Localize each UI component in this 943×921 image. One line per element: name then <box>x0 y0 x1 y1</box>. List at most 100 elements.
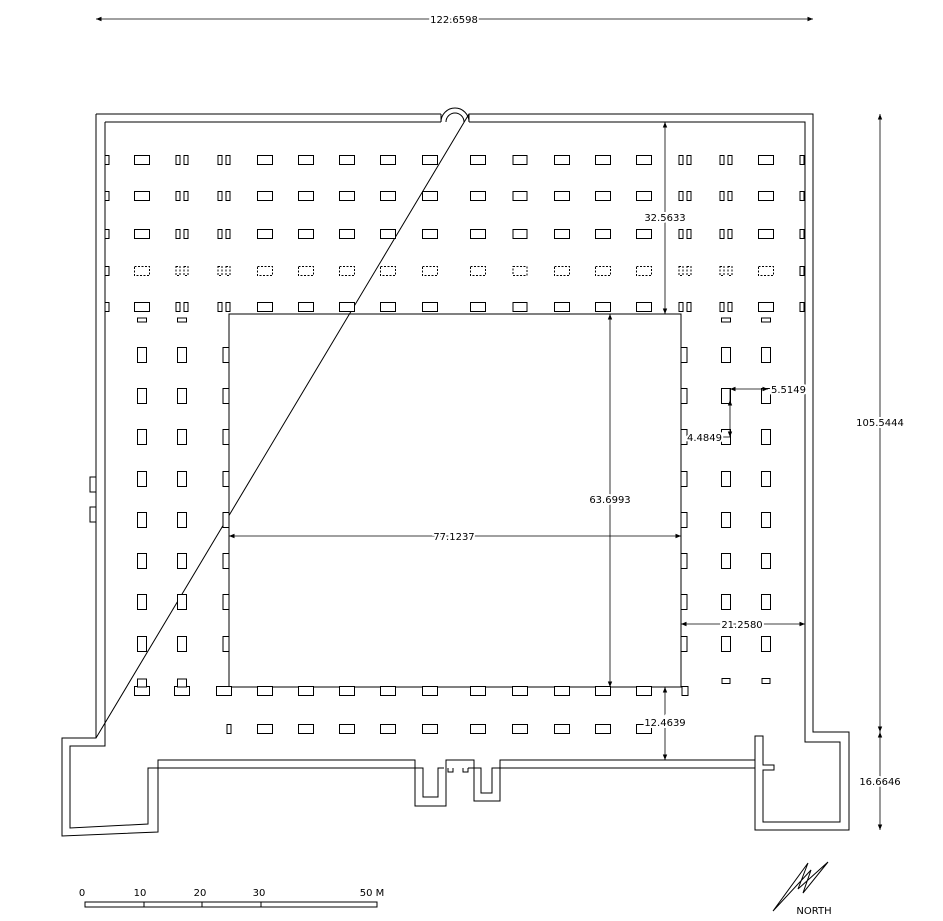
pier <box>257 229 273 239</box>
dimension-label-wall-offset: 16.6646 <box>859 777 900 788</box>
pier <box>339 229 355 239</box>
pier <box>554 686 570 696</box>
dimension-east-depth: 21.2580 <box>681 618 805 633</box>
pier <box>177 678 187 688</box>
dimension-pier-spacing-y: 4.4849 <box>685 400 733 446</box>
pier <box>761 347 771 363</box>
pier <box>636 724 652 734</box>
pier <box>636 155 652 165</box>
dimension-north-depth: 32.5633 <box>642 122 688 314</box>
pier <box>595 155 611 165</box>
pier <box>686 155 692 165</box>
scale-label-0: 0 <box>79 888 85 899</box>
pier <box>721 594 731 610</box>
pier <box>721 388 731 404</box>
pier <box>680 388 688 404</box>
pier <box>137 636 147 652</box>
pier <box>686 302 692 312</box>
pier <box>422 266 438 276</box>
pier <box>761 594 771 610</box>
pier <box>339 266 355 276</box>
pier <box>177 512 187 528</box>
pier <box>134 229 150 239</box>
pier <box>512 229 528 239</box>
pier <box>137 678 147 688</box>
pier <box>134 266 150 276</box>
pier <box>799 155 805 165</box>
pier <box>470 302 486 312</box>
pier <box>257 191 273 201</box>
pier <box>183 155 189 165</box>
pier <box>470 155 486 165</box>
pier <box>680 347 688 363</box>
pier <box>758 266 774 276</box>
pier <box>298 724 314 734</box>
pier <box>222 594 230 610</box>
pier <box>758 155 774 165</box>
pier <box>799 302 805 312</box>
pier-grid <box>104 155 805 734</box>
pier <box>554 155 570 165</box>
pier <box>177 388 187 404</box>
pier <box>134 191 150 201</box>
pier <box>225 229 231 239</box>
pier <box>217 155 223 165</box>
pier <box>226 724 232 734</box>
pier <box>183 302 189 312</box>
pier <box>512 155 528 165</box>
pier <box>380 686 396 696</box>
pier <box>104 266 110 276</box>
pier <box>636 191 652 201</box>
pier <box>134 155 150 165</box>
outer-wall <box>61 107 850 837</box>
pier <box>512 191 528 201</box>
pier <box>721 347 731 363</box>
pier <box>298 191 314 201</box>
pier <box>727 266 733 276</box>
pier <box>761 553 771 569</box>
pier <box>137 471 147 487</box>
dimension-label-east-depth: 21.2580 <box>721 620 762 631</box>
pier <box>680 429 688 445</box>
pier <box>257 266 273 276</box>
dimension-label-north-depth: 32.5633 <box>644 213 685 224</box>
pier <box>727 302 733 312</box>
pier <box>761 317 771 323</box>
pier <box>595 302 611 312</box>
pier <box>222 429 230 445</box>
pier <box>554 266 570 276</box>
dimension-label-total-height: 105.5444 <box>856 418 904 429</box>
pier <box>595 229 611 239</box>
pier <box>636 266 652 276</box>
pier <box>183 266 189 276</box>
pier <box>554 229 570 239</box>
pier <box>681 686 689 696</box>
pier <box>680 636 688 652</box>
pier <box>216 686 232 696</box>
scale-bar: 0 10 20 30 50 M <box>79 888 385 908</box>
pier <box>217 229 223 239</box>
pier <box>512 686 528 696</box>
pier <box>225 191 231 201</box>
pier <box>257 155 273 165</box>
pier <box>380 229 396 239</box>
pier <box>175 266 181 276</box>
dimension-wall-offset: 16.6646 <box>857 732 903 830</box>
pier <box>512 266 528 276</box>
pier <box>422 229 438 239</box>
pier <box>380 266 396 276</box>
pier <box>512 302 528 312</box>
pier <box>636 302 652 312</box>
dimension-label-courtyard-width: 77.1237 <box>433 532 474 543</box>
pier <box>177 317 187 323</box>
pier <box>257 302 273 312</box>
pier <box>257 686 273 696</box>
pier <box>678 266 684 276</box>
pier <box>222 347 230 363</box>
pier <box>554 724 570 734</box>
pier <box>222 471 230 487</box>
pier <box>799 191 805 201</box>
scale-label-50: 50 M <box>360 888 385 899</box>
pier <box>761 678 771 684</box>
